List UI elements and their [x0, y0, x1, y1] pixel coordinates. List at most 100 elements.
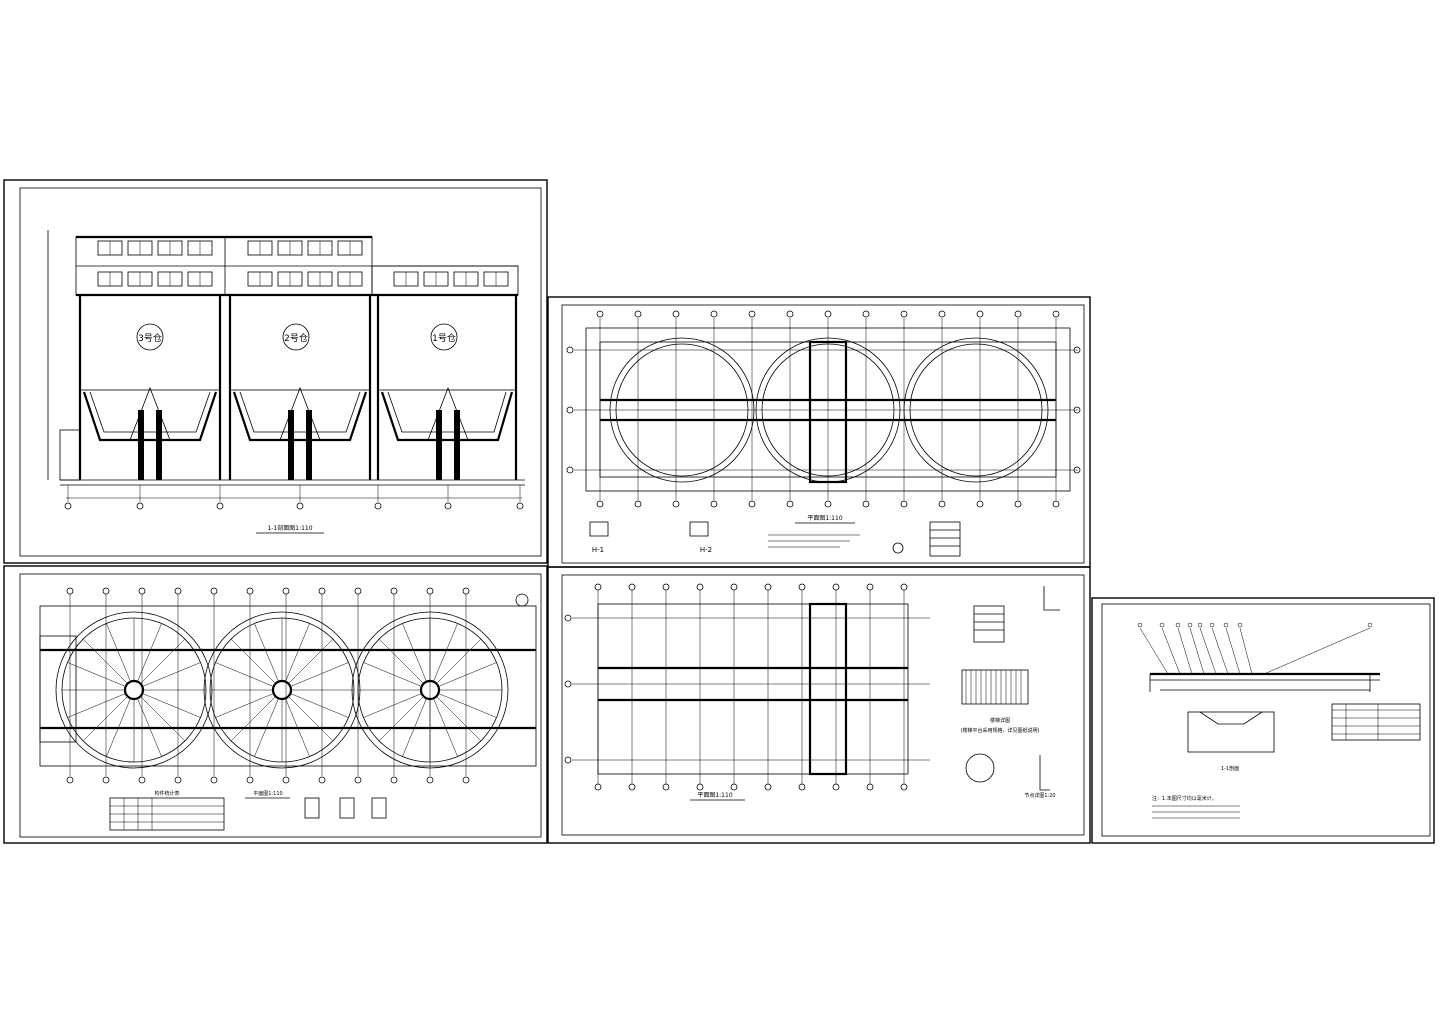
radial-rib [106, 623, 131, 682]
radial-rib [378, 696, 424, 742]
stair-caption: (楼梯平台采用规格，详见图纸说明) [961, 727, 1040, 734]
grid-bubble [866, 783, 874, 791]
grid-bubble [66, 776, 74, 784]
plan-gridlines [566, 310, 1081, 508]
axis-bubble [374, 502, 382, 510]
gallery-windows [97, 240, 509, 287]
radial-rib [67, 693, 126, 718]
bin-1-label: 1号仓 [432, 332, 456, 344]
grid-bubble [1052, 310, 1060, 318]
radial-rib [290, 662, 349, 687]
radial-rib [363, 662, 422, 687]
grid-bubble [634, 310, 642, 318]
axis-bubble [296, 502, 304, 510]
sheet-elevation: 3号仓 2号仓 1号仓 1-1剖面图1:110 [3, 179, 548, 564]
grid-bubble [824, 500, 832, 508]
grid-bubble [174, 587, 182, 595]
bin-center [123, 679, 145, 701]
bin-2-label: 2号仓 [284, 332, 308, 344]
bin-2-marker [282, 323, 310, 351]
grid-bubble [246, 776, 254, 784]
grid-bubble [730, 583, 738, 591]
grating-bars [965, 670, 1022, 704]
leader-line [1211, 627, 1229, 675]
grid-bubble [596, 310, 604, 318]
grid-bubble [426, 587, 434, 595]
grid-bubble [102, 776, 110, 784]
radial-rib [288, 638, 334, 684]
grid-bubble [594, 783, 602, 791]
grid-bubble [1073, 466, 1081, 474]
sheet-detail: 1-1剖面 注：1.本图尺寸均以毫米计。 [1091, 597, 1435, 844]
radial-rib [285, 623, 310, 682]
sheet-roof-plan: 构件统计表 平面图1:110 [3, 565, 548, 844]
grid-bubble [564, 756, 572, 764]
bin-1-marker [430, 323, 458, 351]
leader-line [1225, 627, 1241, 675]
radial-rib [215, 662, 274, 687]
grid-bubble [138, 776, 146, 784]
leader-line [1199, 627, 1217, 675]
grid-bubble [900, 310, 908, 318]
grid-bubble [390, 776, 398, 784]
leader-line [1189, 627, 1205, 675]
radial-rib [215, 693, 274, 718]
radial-rib [82, 638, 128, 684]
grid-bubble [1073, 406, 1081, 414]
leader-dot [1223, 622, 1229, 628]
leader-dot [1237, 622, 1243, 628]
grid-bubble [862, 310, 870, 318]
leader-line [1263, 627, 1371, 675]
grid-bubble [900, 783, 908, 791]
grid-bubble [832, 783, 840, 791]
leader-dot [1159, 622, 1165, 628]
foundation-gridlines [564, 583, 930, 791]
leader-line [1239, 627, 1253, 675]
leader-dot [1137, 622, 1143, 628]
grid-bubble [786, 310, 794, 318]
radial-rib [137, 623, 162, 682]
radial-rib [288, 696, 334, 742]
grid-bubble [66, 587, 74, 595]
grid-bubble [354, 587, 362, 595]
radial-rib [438, 693, 497, 718]
grid-bubble [594, 583, 602, 591]
radial-rib [140, 696, 186, 742]
detail-leaders [1137, 622, 1373, 675]
leader-dot [1187, 622, 1193, 628]
grid-bubble [1014, 310, 1022, 318]
upper-plan-title: 平面图1:110 [807, 515, 842, 522]
radial-rib [290, 693, 349, 718]
grid-bubble [696, 583, 704, 591]
grid-bubble [566, 346, 574, 354]
axis-bubble [136, 502, 144, 510]
axis-bubble [216, 502, 224, 510]
radial-rib [142, 662, 201, 687]
leader-line [1177, 627, 1193, 675]
member-table-title: 构件统计表 [154, 790, 179, 797]
detail-notes: 注：1.本图尺寸均以毫米计。 [1152, 795, 1217, 802]
leader-line [1139, 627, 1169, 675]
grid-bubble [764, 583, 772, 591]
grid-bubble [390, 587, 398, 595]
grid-bubble [900, 500, 908, 508]
grid-bubble [138, 587, 146, 595]
radial-rib [142, 693, 201, 718]
grid-bubble [672, 500, 680, 508]
grid-bubble [462, 776, 470, 784]
axis-bubble [516, 502, 524, 510]
section-h1: H-1 [592, 546, 604, 554]
detail-table [1331, 703, 1421, 741]
grid-bubble [900, 583, 908, 591]
grid-bubble [282, 587, 290, 595]
radial-rib [140, 638, 186, 684]
grid-bubble [710, 500, 718, 508]
grid-bubble [246, 587, 254, 595]
grid-bubble [798, 783, 806, 791]
grid-bubble [730, 783, 738, 791]
axis-bubbles [64, 485, 524, 510]
grid-bubble [662, 783, 670, 791]
axis-bubble [64, 502, 72, 510]
radial-rib [436, 696, 482, 742]
